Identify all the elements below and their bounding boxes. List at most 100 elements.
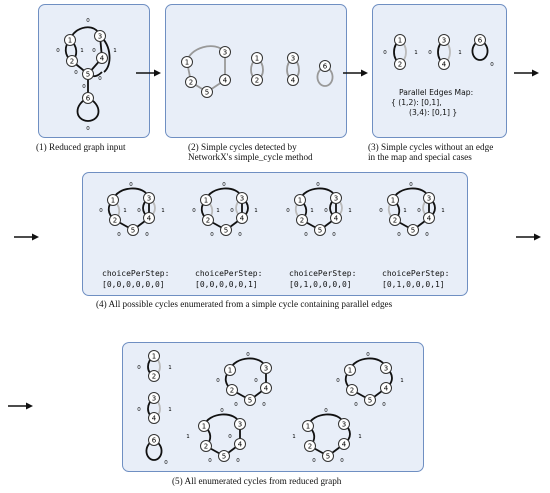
graph-node: 2: [200, 440, 212, 452]
graph-node: 5: [220, 224, 232, 236]
graph-node: 4: [236, 212, 248, 224]
edge-label: 0: [129, 182, 133, 188]
edge-label: 1: [113, 48, 117, 54]
graph-node: 6: [82, 92, 94, 104]
graph-node: 4: [96, 52, 108, 64]
graph-node: 5: [364, 394, 376, 406]
graph-node: 6: [148, 434, 160, 446]
svg-text:3: 3: [223, 49, 227, 57]
svg-text:1: 1: [204, 197, 208, 205]
graph-node: 4: [380, 382, 392, 394]
edge-label: 0: [304, 232, 308, 238]
graph-node: 2: [389, 214, 401, 226]
svg-text:3: 3: [442, 37, 446, 45]
svg-text:5: 5: [131, 227, 135, 235]
svg-text:6: 6: [323, 63, 328, 71]
graph-node: 4: [234, 438, 246, 450]
svg-text:2: 2: [308, 443, 312, 451]
caption-step-4: (4) All possible cycles enumerated from …: [96, 299, 393, 309]
graph-node: 1: [181, 56, 193, 68]
svg-text:2: 2: [189, 79, 193, 87]
edge-label: 0: [234, 402, 238, 408]
edge-label: 0: [379, 208, 383, 214]
graph-node: 1: [64, 34, 76, 46]
panel-all-enumerated: [122, 342, 424, 472]
edge-label: 1: [161, 208, 165, 214]
graph-node: 6: [474, 34, 486, 46]
edge-label: 0: [228, 434, 232, 440]
svg-text:4: 4: [342, 441, 347, 449]
svg-text:3: 3: [427, 195, 431, 203]
svg-text:5: 5: [224, 227, 228, 235]
graph-node: 4: [148, 412, 160, 424]
choice-per-step-value: [0,1,0,0,0,1]: [382, 280, 445, 289]
edge-label: 1: [310, 208, 314, 214]
graph-node: 5: [314, 224, 326, 236]
edge-label: 0: [86, 126, 90, 132]
svg-text:2: 2: [204, 443, 208, 451]
edge-label: 0: [332, 232, 336, 238]
svg-text:2: 2: [350, 387, 354, 395]
filtered-cycles-diagram: 1 2 3 4 6 0 1 0 1 0: [383, 34, 494, 70]
edge-label: 0: [56, 48, 60, 54]
edge-label: 1: [186, 434, 190, 440]
svg-text:1: 1: [152, 353, 156, 361]
svg-text:1: 1: [306, 423, 310, 431]
graph-node: 2: [346, 384, 358, 396]
choice-per-step-value: [0,0,0,0,0,0]: [102, 280, 165, 289]
svg-text:2: 2: [206, 217, 210, 225]
svg-text:3: 3: [291, 55, 295, 63]
edge-label: 0: [117, 232, 121, 238]
edge-label: 1: [123, 208, 127, 214]
svg-text:3: 3: [384, 365, 388, 373]
edge-label: 0: [316, 182, 320, 188]
edge-label: 1: [458, 50, 462, 56]
graph-node: 2: [394, 58, 406, 70]
svg-text:2: 2: [152, 373, 156, 381]
edge-label: 0: [222, 182, 226, 188]
graph-node: 5: [322, 450, 334, 462]
edge-label: 1: [168, 365, 172, 371]
edge-label: 0: [192, 208, 196, 214]
edge-label: 1: [400, 378, 404, 384]
graph-node: 1: [251, 52, 263, 64]
enumerated-cycle-variant: 1 2 3 4 5 0 0 1 0 1 0 0: [99, 182, 165, 238]
svg-text:4: 4: [147, 215, 152, 223]
arrow-right-icon: [14, 233, 39, 241]
svg-text:6: 6: [152, 437, 157, 445]
graph-node: 2: [296, 214, 308, 226]
svg-text:3: 3: [240, 195, 244, 203]
arrow-right-icon: [516, 233, 541, 241]
enumerated-cycle-variant: 1 2 3 4 5 0 0 1 0 1 0 0: [379, 182, 445, 238]
svg-text:4: 4: [152, 415, 157, 423]
graph-node: 3: [338, 418, 350, 430]
choice-per-step-label: choicePerStep:: [102, 269, 170, 278]
caption-step-3: (3) Simple cycles without an edge: [368, 142, 494, 152]
svg-text:4: 4: [384, 385, 389, 393]
svg-text:1: 1: [398, 37, 402, 45]
arrow-right-icon: [8, 402, 33, 410]
graph-node: 1: [344, 364, 356, 376]
arrow-right-icon: [136, 69, 161, 77]
svg-text:5: 5: [248, 397, 252, 405]
graph-node: 2: [185, 76, 197, 88]
graph-node: 4: [330, 212, 342, 224]
graph-node: 2: [251, 74, 263, 86]
graph-node: 4: [143, 212, 155, 224]
edge-label: 0: [210, 232, 214, 238]
svg-text:1: 1: [228, 367, 232, 375]
edge: [471, 39, 489, 61]
arrow-right-icon: [514, 69, 539, 77]
svg-text:4: 4: [427, 215, 432, 223]
choice-per-step-label: choicePerStep:: [289, 269, 357, 278]
graph-node: 3: [330, 192, 342, 204]
graph-node: 3: [438, 34, 450, 46]
choice-per-step-label: choicePerStep:: [382, 269, 450, 278]
edge-label: 0: [417, 208, 421, 214]
edge-label: 0: [425, 232, 429, 238]
svg-text:5: 5: [318, 227, 322, 235]
simple-cycles-diagram: 1 2 3 4 5 1 2 3 4 6: [181, 45, 334, 98]
svg-text:4: 4: [238, 441, 243, 449]
edge-label: 0: [336, 378, 340, 384]
caption-step-2: NetworkX's simple_cycle method: [188, 152, 313, 162]
